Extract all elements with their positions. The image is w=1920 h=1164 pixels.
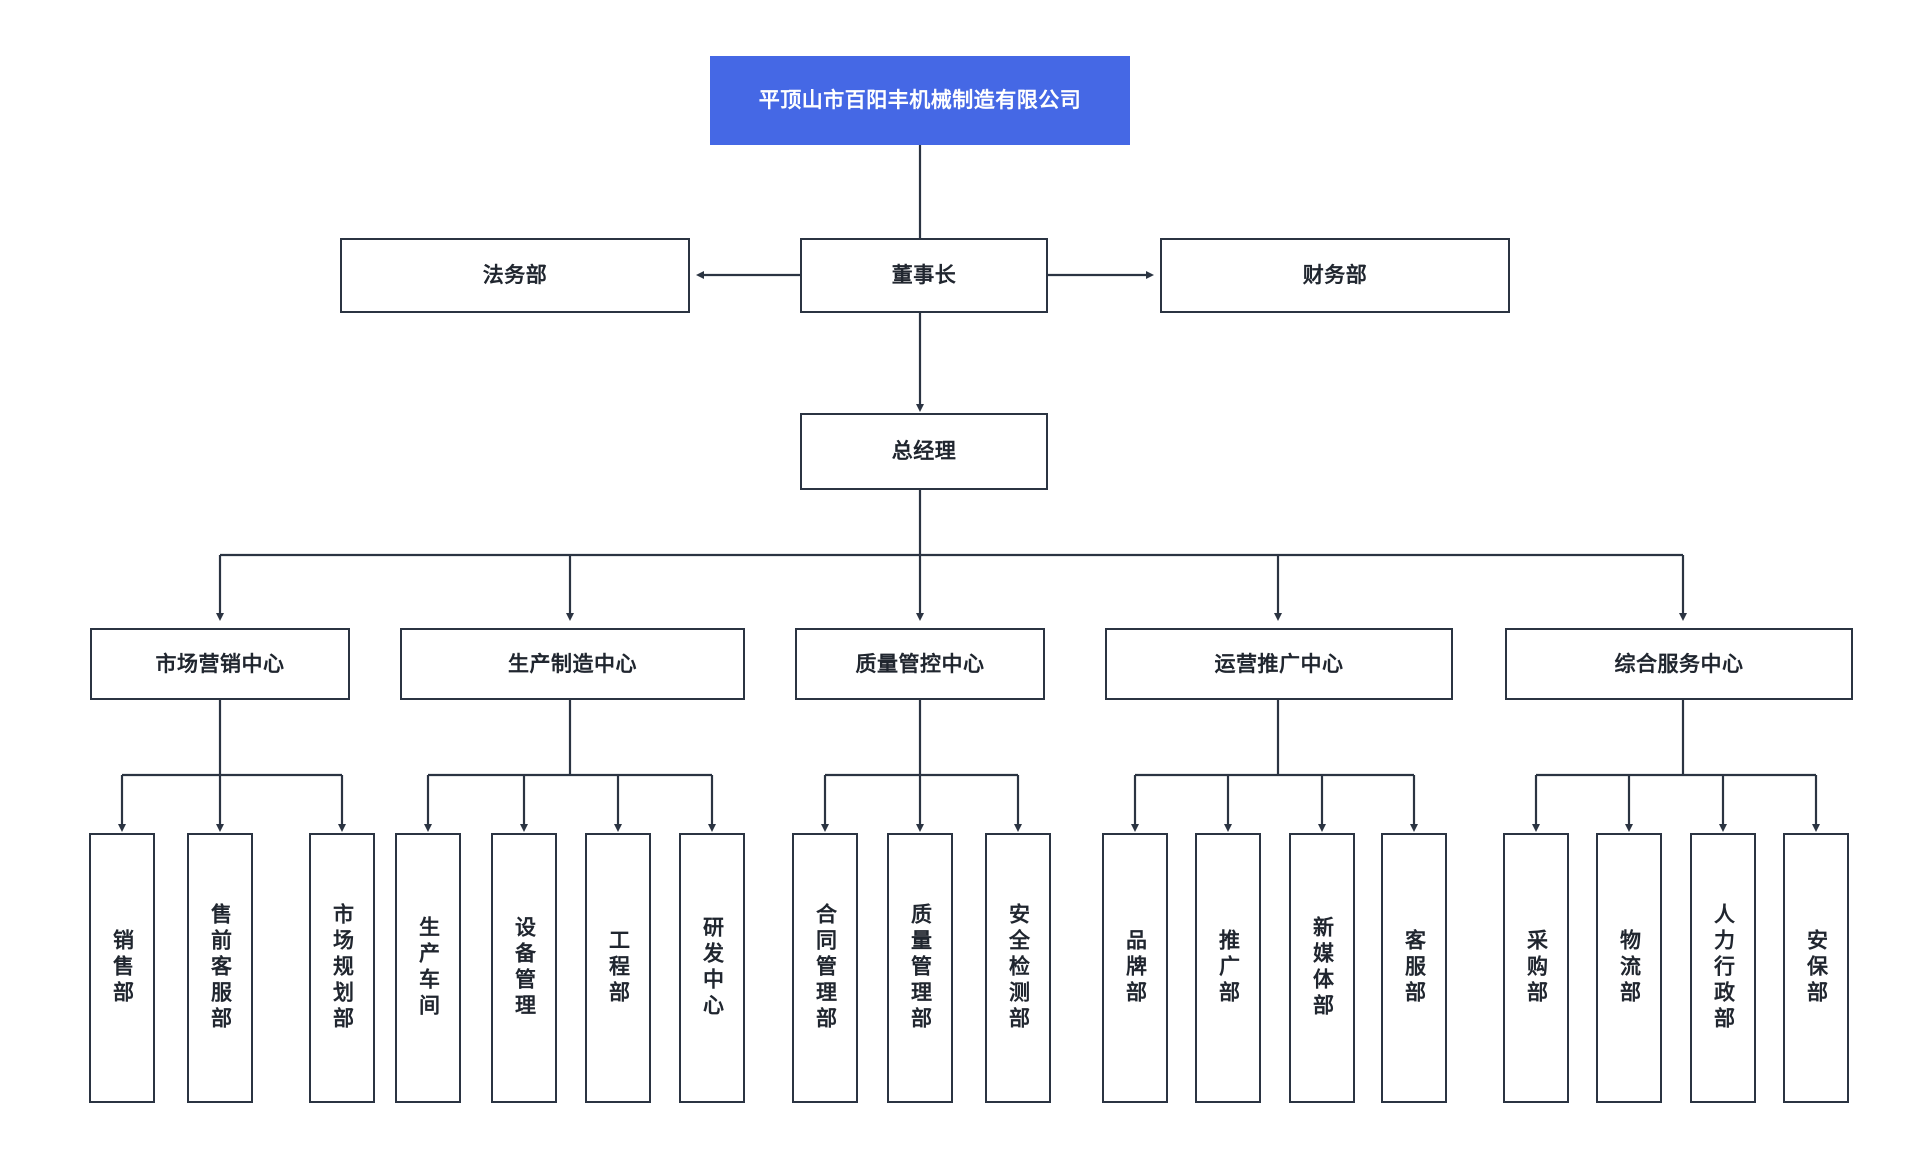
dept-production-workshop-label: 生产车间 [416, 916, 441, 1020]
node-finance-department[interactable]: 财务部 [1160, 238, 1510, 313]
node-general-manager[interactable]: 总经理 [800, 413, 1048, 490]
dept-logistics-label: 物流部 [1617, 929, 1642, 1007]
dept-contract-management-label: 合同管理部 [813, 903, 838, 1033]
dept-brand-label: 品牌部 [1123, 929, 1148, 1007]
node-center-quality[interactable]: 质量管控中心 [795, 628, 1045, 700]
dept-presales-service-label: 售前客服部 [208, 903, 233, 1033]
node-chairman[interactable]: 董事长 [800, 238, 1048, 313]
node-dept-brand[interactable]: 品牌部 [1102, 833, 1168, 1103]
dept-security-label: 安保部 [1804, 929, 1829, 1007]
node-dept-quality-management[interactable]: 质量管理部 [887, 833, 953, 1103]
dept-procurement-label: 采购部 [1524, 929, 1549, 1007]
finance-department-label: 财务部 [1302, 263, 1368, 288]
dept-rd-center-label: 研发中心 [700, 916, 725, 1020]
dept-market-planning-label: 市场规划部 [330, 903, 355, 1033]
general-manager-label: 总经理 [891, 439, 957, 464]
node-dept-rd-center[interactable]: 研发中心 [679, 833, 745, 1103]
node-center-manufacturing[interactable]: 生产制造中心 [400, 628, 745, 700]
node-dept-safety-inspection[interactable]: 安全检测部 [985, 833, 1051, 1103]
dept-engineering-label: 工程部 [606, 929, 631, 1007]
dept-customer-service-label: 客服部 [1402, 929, 1427, 1007]
center-marketing-label: 市场营销中心 [155, 651, 285, 676]
dept-equipment-management-label: 设备管理 [512, 916, 537, 1020]
node-center-marketing[interactable]: 市场营销中心 [90, 628, 350, 700]
node-dept-production-workshop[interactable]: 生产车间 [395, 833, 461, 1103]
node-dept-customer-service[interactable]: 客服部 [1381, 833, 1447, 1103]
node-dept-logistics[interactable]: 物流部 [1596, 833, 1662, 1103]
dept-new-media-label: 新媒体部 [1310, 916, 1335, 1020]
node-dept-new-media[interactable]: 新媒体部 [1289, 833, 1355, 1103]
node-dept-engineering[interactable]: 工程部 [585, 833, 651, 1103]
node-dept-market-planning[interactable]: 市场规划部 [309, 833, 375, 1103]
node-center-operations[interactable]: 运营推广中心 [1105, 628, 1453, 700]
node-dept-presales-service[interactable]: 售前客服部 [187, 833, 253, 1103]
center-quality-label: 质量管控中心 [855, 651, 985, 676]
center-manufacturing-label: 生产制造中心 [508, 651, 637, 676]
dept-safety-inspection-label: 安全检测部 [1006, 903, 1031, 1033]
node-dept-sales[interactable]: 销售部 [89, 833, 155, 1103]
center-general-services-label: 综合服务中心 [1614, 651, 1744, 676]
node-dept-promotion[interactable]: 推广部 [1195, 833, 1261, 1103]
node-legal-department[interactable]: 法务部 [340, 238, 690, 313]
chairman-label: 董事长 [891, 263, 957, 288]
node-dept-procurement[interactable]: 采购部 [1503, 833, 1569, 1103]
legal-department-label: 法务部 [482, 263, 548, 288]
node-company-root[interactable]: 平顶山市百阳丰机械制造有限公司 [710, 56, 1130, 145]
node-dept-contract-management[interactable]: 合同管理部 [792, 833, 858, 1103]
dept-quality-management-label: 质量管理部 [908, 903, 933, 1033]
node-dept-security[interactable]: 安保部 [1783, 833, 1849, 1103]
company-root-label: 平顶山市百阳丰机械制造有限公司 [758, 88, 1082, 113]
node-dept-equipment-management[interactable]: 设备管理 [491, 833, 557, 1103]
dept-hr-admin-label: 人力行政部 [1711, 903, 1736, 1033]
node-center-general-services[interactable]: 综合服务中心 [1505, 628, 1853, 700]
node-dept-hr-admin[interactable]: 人力行政部 [1690, 833, 1756, 1103]
center-operations-label: 运营推广中心 [1214, 651, 1344, 676]
dept-sales-label: 销售部 [110, 929, 135, 1007]
dept-promotion-label: 推广部 [1216, 929, 1241, 1007]
